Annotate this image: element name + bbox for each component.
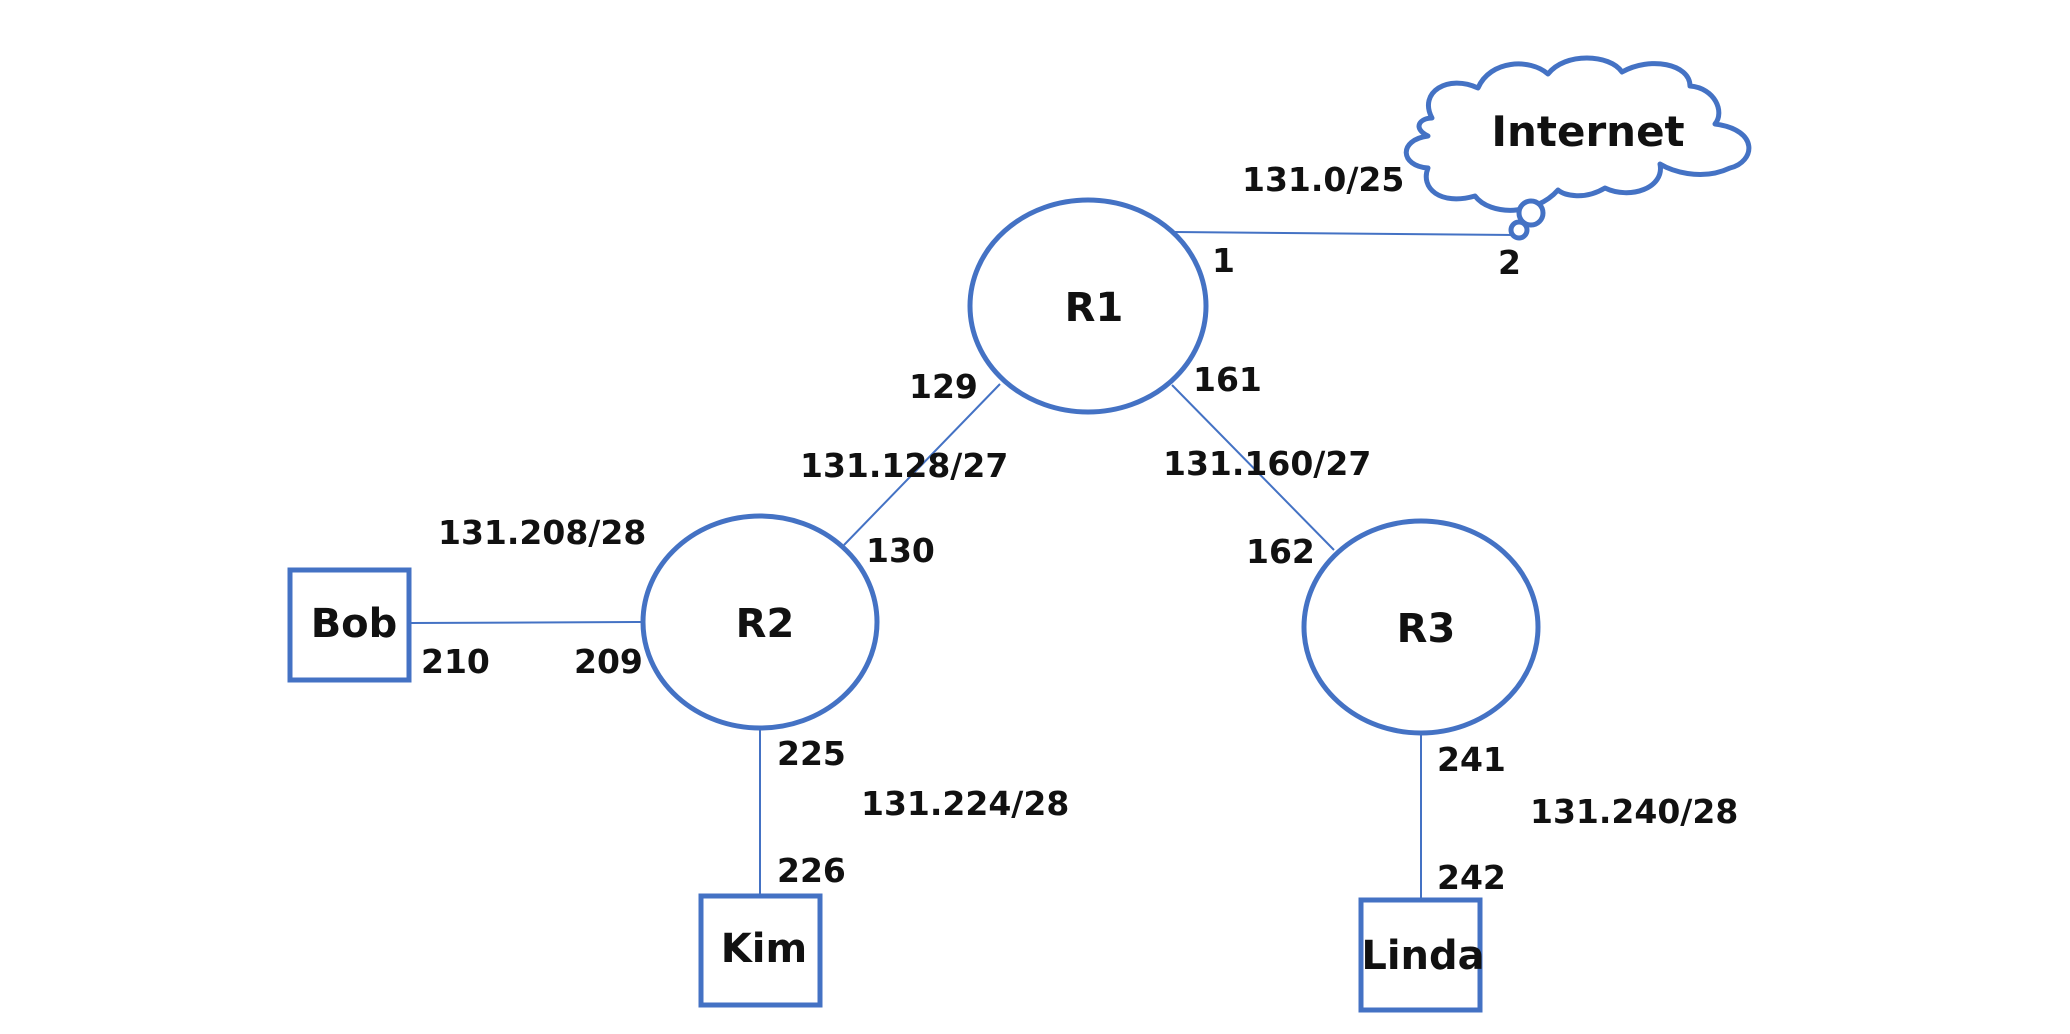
r1-label: R1	[1065, 285, 1124, 331]
net-r2-bob: 131.208/28	[438, 513, 646, 552]
linda-host	[1358, 897, 1483, 1013]
linda-label: Linda	[1361, 933, 1484, 979]
if-r3-r1: 162	[1246, 532, 1315, 571]
if-r2-r1: 130	[866, 531, 935, 570]
kim-host	[698, 893, 823, 1008]
r3-label: R3	[1397, 606, 1456, 652]
link-r2-bob	[410, 621, 644, 624]
net-r2-kim: 131.224/28	[861, 784, 1069, 823]
net-r1-r2: 131.128/27	[800, 446, 1008, 485]
net-r1-r3: 131.160/27	[1163, 444, 1371, 483]
if-r2-kim: 225	[777, 734, 846, 773]
r1-router	[967, 197, 1209, 415]
if-linda-r3: 242	[1437, 858, 1506, 897]
if-r3-linda: 241	[1437, 740, 1506, 779]
net-r3-linda: 131.240/28	[1530, 792, 1738, 831]
if-bob-r2: 210	[421, 642, 490, 681]
net-r1-internet: 131.0/25	[1242, 160, 1404, 199]
if-internet-r1: 2	[1498, 243, 1521, 282]
link-r1-internet	[1174, 231, 1516, 236]
internet-cloud-icon	[1403, 55, 1752, 241]
bob-label: Bob	[311, 601, 398, 647]
r3-router	[1301, 518, 1541, 736]
bob-host	[287, 567, 412, 683]
r2-label: R2	[736, 601, 795, 647]
kim-label: Kim	[721, 926, 807, 972]
link-r1-r2	[843, 383, 1001, 546]
internet-label: Internet	[1491, 107, 1684, 156]
if-r1-r3: 161	[1193, 360, 1262, 399]
r2-router	[640, 513, 880, 731]
if-kim-r2: 226	[777, 851, 846, 890]
if-r1-r2: 129	[909, 367, 978, 406]
link-r1-r3	[1171, 384, 1335, 551]
if-r1-internet: 1	[1212, 241, 1235, 280]
if-r2-bob: 209	[574, 642, 643, 681]
